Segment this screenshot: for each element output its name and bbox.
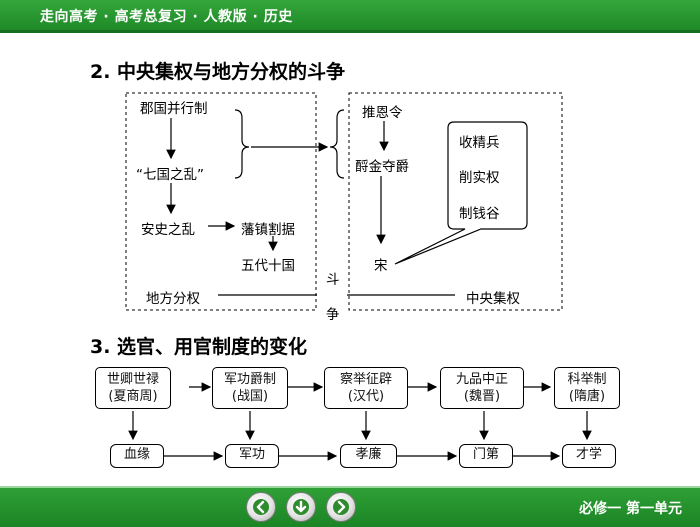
struggle-char-1: 斗 [326, 272, 340, 288]
node-five-dynasties: 五代十国 [241, 258, 295, 274]
system-name: 军功爵制 [223, 372, 276, 387]
node-seven-states-rebellion: “七国之乱” [136, 167, 204, 183]
node-title-confiscation: 酹金夺爵 [355, 159, 409, 175]
struggle-char-2: 争 [326, 307, 340, 323]
measure-item-1: 收精兵 [459, 135, 500, 151]
system-name: 九品中正 [455, 372, 508, 387]
arrow-down-icon [293, 499, 309, 515]
right-brace [329, 109, 345, 179]
node-grace-decree: 推恩令 [362, 105, 403, 121]
system-era: (魏晋) [463, 389, 501, 404]
system-name: 察举征辟 [339, 372, 392, 387]
system-box-3: 察举征辟 (汉代) [324, 367, 408, 409]
basis-pill-4: 门第 [459, 444, 513, 468]
system-box-5: 科举制 (隋唐) [554, 367, 620, 409]
system-box-4: 九品中正 (魏晋) [440, 367, 524, 409]
footer-text: 必修一 第一单元 [579, 501, 682, 517]
left-dashed-frame [125, 92, 317, 311]
system-era: (夏商周) [108, 389, 158, 404]
basis-pill-1: 血缘 [110, 444, 164, 468]
header-bar: 走向高考 · 高考总复习 · 人教版 · 历史 [0, 0, 700, 33]
home-button[interactable] [286, 492, 316, 522]
label-local-power: 地方分权 [146, 291, 200, 307]
basis-pill-3: 孝廉 [340, 444, 397, 468]
basis-pill-2: 军功 [225, 444, 279, 468]
right-dashed-frame [348, 92, 563, 311]
measure-item-3: 制钱谷 [459, 206, 500, 222]
section3-title: 3. 选官、用官制度的变化 [90, 336, 308, 358]
next-button[interactable] [326, 492, 356, 522]
arrow-right-icon [333, 499, 349, 515]
system-era: (汉代) [347, 389, 385, 404]
system-name: 科举制 [567, 372, 607, 387]
arrow-left-icon [253, 499, 269, 515]
system-box-1: 世卿世禄 (夏商周) [95, 367, 171, 409]
node-separatist-regimes: 藩镇割据 [241, 222, 295, 238]
basis-pill-5: 才学 [562, 444, 616, 468]
node-prefecture-kingdom: 郡国并行制 [140, 101, 208, 117]
label-central-power: 中央集权 [466, 291, 520, 307]
left-brace [234, 109, 250, 179]
system-era: (隋唐) [568, 389, 606, 404]
measure-item-2: 削实权 [459, 170, 500, 186]
section2-title: 2. 中央集权与地方分权的斗争 [90, 61, 346, 83]
measures-callout [394, 121, 528, 265]
node-an-shi-rebellion: 安史之乱 [141, 222, 195, 238]
prev-button[interactable] [246, 492, 276, 522]
system-era: (战国) [231, 389, 269, 404]
header-title: 走向高考 · 高考总复习 · 人教版 · 历史 [40, 9, 293, 25]
system-box-2: 军功爵制 (战国) [212, 367, 288, 409]
system-name: 世卿世禄 [106, 372, 159, 387]
node-song: 宋 [374, 258, 388, 274]
